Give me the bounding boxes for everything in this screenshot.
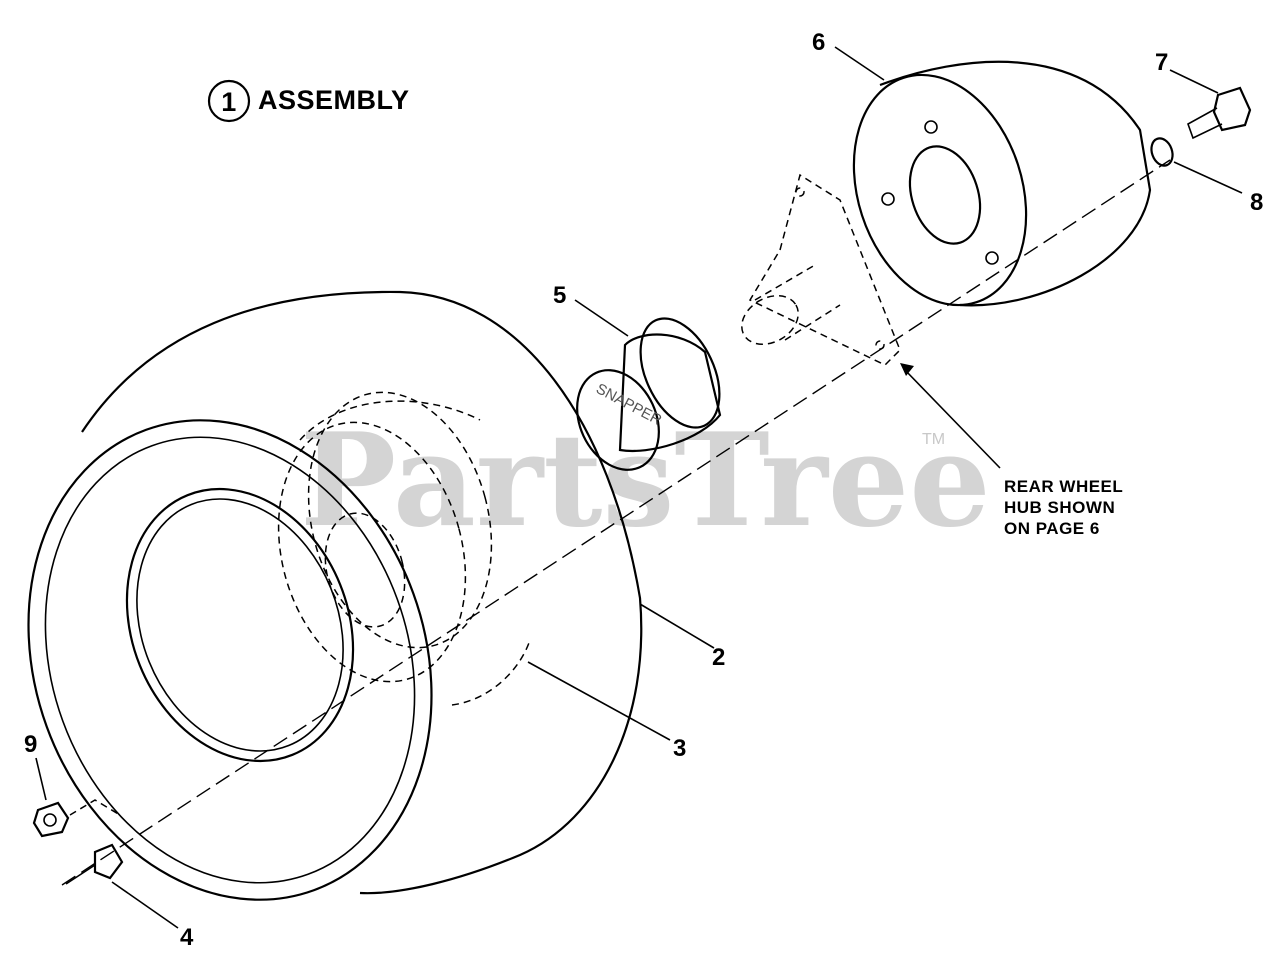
lug-nut-hex [32,801,70,838]
valve-stem-tip [65,864,96,885]
tire-sidewall-inner [44,436,416,884]
hub-cap-flange [639,317,721,429]
leader-9 [35,757,47,801]
bolt-shank [1187,107,1223,140]
leader-6 [834,46,885,81]
callout-2: 2 [712,644,725,671]
lug-nut [32,799,121,838]
callout-6: 6 [812,29,825,56]
drum-shell [879,60,1152,307]
valve-stem-body [93,843,124,880]
callout-5: 5 [553,282,566,309]
rim-inner-edge [136,498,344,752]
leader-3 [527,661,671,741]
brake-drum [852,60,1152,307]
leader-4 [111,881,179,929]
leader-2 [639,603,715,649]
lug-nut-hole [43,813,57,827]
assembly-title: 1 ASSEMBLY [207,79,410,123]
bolt-head [1212,86,1252,132]
hub-shaft-end [741,295,799,345]
valve-stem [65,843,124,885]
drum-hole-3 [985,251,999,265]
lock-washer [1150,137,1174,167]
rim-hidden-flange-back [307,391,493,649]
tire-sidewall-outer [27,419,433,901]
lug-nut-leader [69,799,121,816]
callout-7: 7 [1155,49,1168,76]
rear-wheel-hub [741,173,901,366]
wheel-rim [125,391,531,763]
leader-note-arrow [900,363,914,376]
callout-9: 9 [24,731,37,758]
bolt [1187,86,1252,140]
assembly-axis [61,159,1171,886]
drum-hole-1 [924,120,938,134]
rim-outer-edge [125,487,355,763]
title-number-circle [207,79,251,123]
watermark-tm: TM [922,431,945,448]
callout-3: 3 [673,735,686,762]
leader-5 [574,299,629,337]
hub-bolt-hole-top [795,187,805,197]
note-line-1: REAR WHEEL [1004,477,1123,496]
hub-shaft-body [754,264,841,341]
rim-hidden-flange [277,421,467,683]
tire [27,290,643,901]
drum-center-hole [908,145,982,245]
drum-hole-2 [881,192,895,206]
drum-face [852,73,1028,307]
hub-cap-face [576,369,660,471]
hub-cap-body [618,333,722,452]
rim-center-hole [324,512,406,628]
hub-bolt-hole-bottom [875,340,885,350]
leader-7 [1169,69,1219,94]
hub-bracket-outline [748,173,901,366]
note-line-3: ON PAGE 6 [1004,519,1100,538]
rim-hidden-lines [299,400,531,706]
callout-4: 4 [180,924,194,951]
hub-note: REAR WHEEL HUB SHOWN ON PAGE 6 [1004,477,1123,538]
watermark: PartsTree [300,406,991,556]
tire-outer-tread [81,290,643,895]
leader-8 [1173,161,1243,194]
callout-8: 8 [1250,189,1263,216]
leader-note [904,369,1001,469]
note-line-2: HUB SHOWN [1004,498,1115,517]
title-number: 1 [221,87,237,117]
title-text: ASSEMBLY [258,85,410,115]
